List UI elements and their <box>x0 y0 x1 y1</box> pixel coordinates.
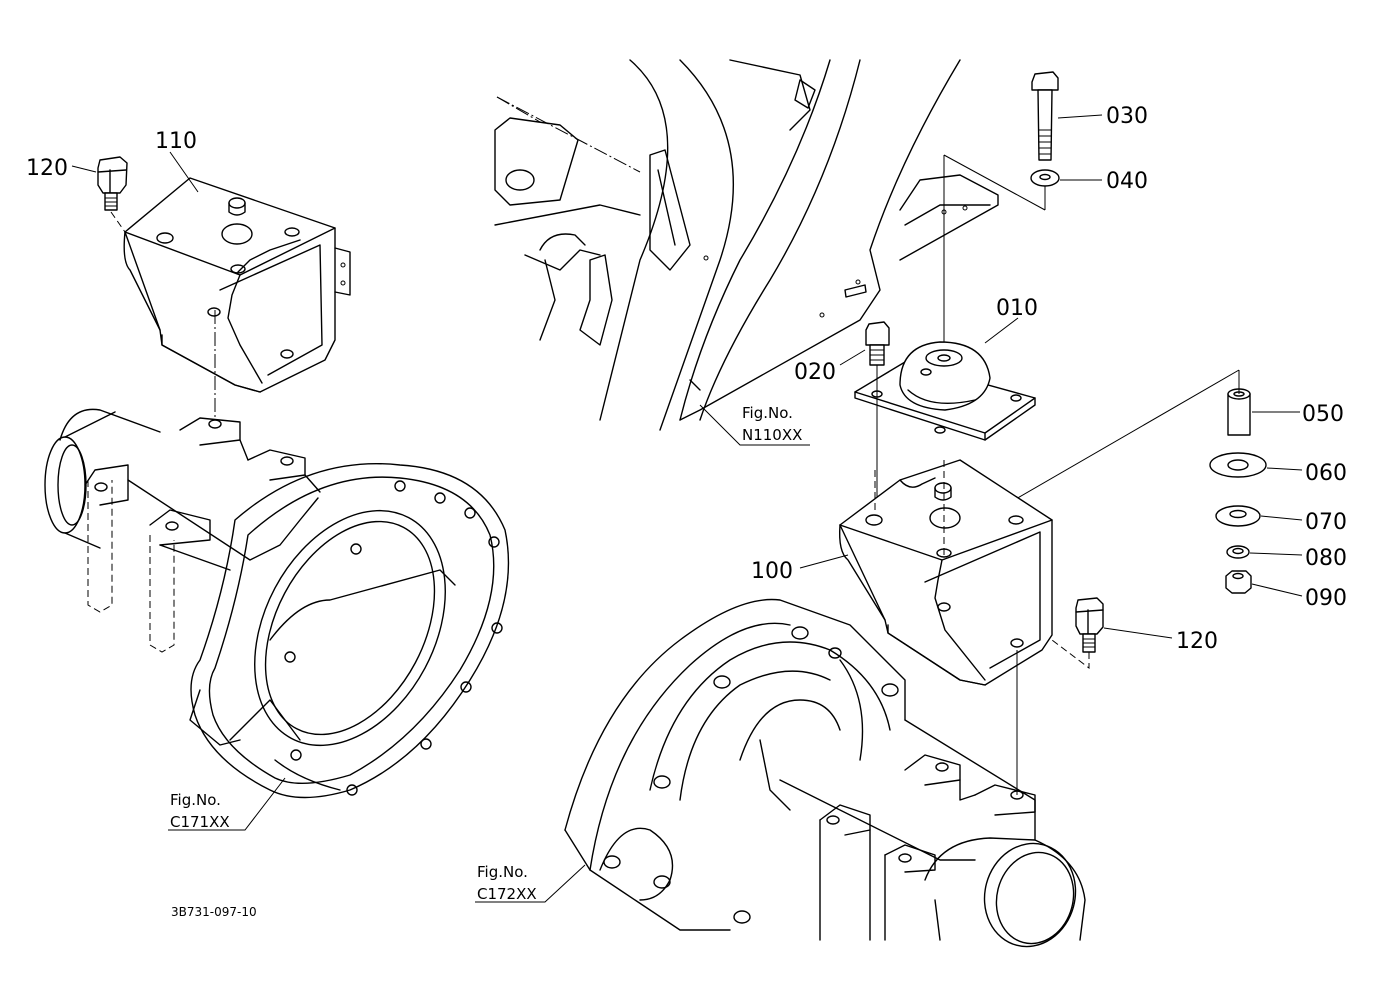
label-020: 020 <box>794 360 836 385</box>
label-010: 010 <box>996 296 1038 321</box>
bracket-100 <box>838 459 1053 686</box>
callouts: 030 040 010 020 050 060 070 080 090 100 … <box>26 104 1347 654</box>
leader-030 <box>1057 114 1103 119</box>
drawing-code: 3B731-097-10 <box>171 905 257 919</box>
label-080: 080 <box>1305 546 1347 571</box>
leader-010 <box>984 317 1019 344</box>
fig-ref-n110xx-line1: Fig.No. <box>742 404 793 422</box>
bolt-120-left <box>97 156 128 233</box>
label-110: 110 <box>155 129 197 154</box>
washer-070 <box>1215 505 1261 527</box>
leader-100 <box>799 554 849 569</box>
bolt-030 <box>1031 71 1059 161</box>
label-090: 090 <box>1305 586 1347 611</box>
mount-010 <box>854 341 1036 441</box>
fig-ref-c172xx: Fig.No. C172XX <box>475 863 586 903</box>
fig-ref-n110xx: Fig.No. N110XX <box>699 404 810 446</box>
leader-080 <box>1249 552 1303 556</box>
washer-060 <box>1209 452 1267 478</box>
label-120-left: 120 <box>26 156 68 181</box>
axis-line-040 <box>943 154 1046 211</box>
label-040: 040 <box>1106 169 1148 194</box>
housing-c171xx <box>44 310 510 799</box>
fig-ref-n110xx-line2: N110XX <box>742 426 802 444</box>
label-100: 100 <box>751 559 793 584</box>
fig-ref-c172xx-line1: Fig.No. <box>477 863 528 881</box>
leader-120-left <box>71 165 97 173</box>
leader-020 <box>839 349 866 366</box>
fig-ref-c171xx: Fig.No. C171XX <box>168 777 286 831</box>
nut-090 <box>1225 570 1252 594</box>
label-120-right: 120 <box>1176 629 1218 654</box>
leader-060 <box>1266 467 1303 471</box>
leader-090 <box>1251 583 1303 597</box>
washer-040 <box>1030 169 1060 210</box>
collar-050 <box>1227 388 1251 436</box>
fig-ref-c171xx-line1: Fig.No. <box>170 791 221 809</box>
fig-ref-c171xx-line2: C171XX <box>170 813 230 831</box>
housing-c172xx <box>564 598 1086 948</box>
label-030: 030 <box>1106 104 1148 129</box>
bolt-120-right <box>1051 597 1104 670</box>
frame-assembly <box>494 59 999 431</box>
fig-ref-c172xx-line2: C172XX <box>477 885 537 903</box>
leader-120-right <box>1103 627 1173 639</box>
label-060: 060 <box>1305 461 1347 486</box>
bracket-110 <box>123 177 351 393</box>
leader-110 <box>169 151 199 193</box>
label-070: 070 <box>1305 510 1347 535</box>
leader-070 <box>1260 515 1303 521</box>
bolt-020 <box>865 321 890 515</box>
label-050: 050 <box>1302 402 1344 427</box>
washer-080 <box>1226 545 1250 559</box>
